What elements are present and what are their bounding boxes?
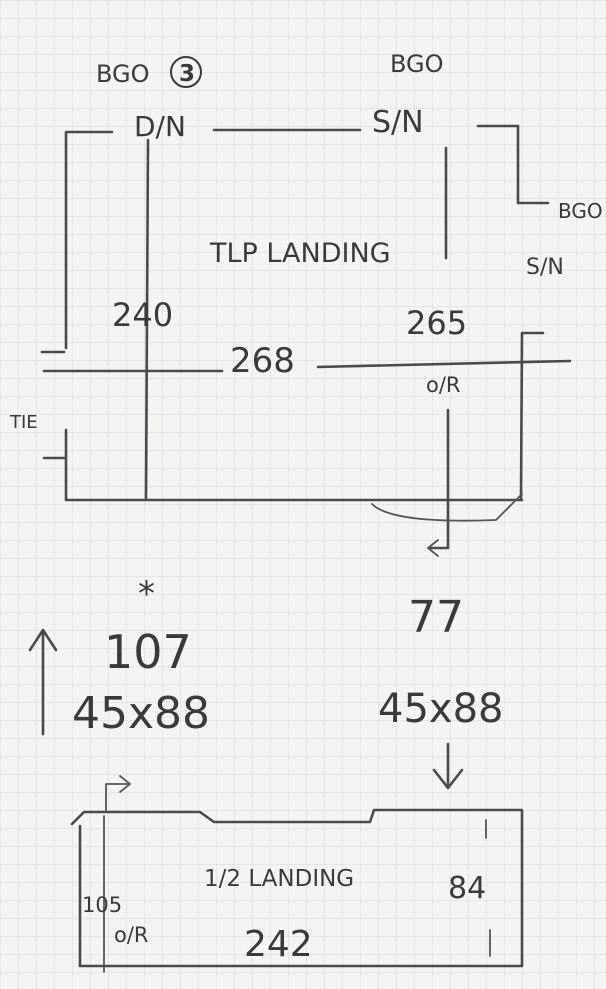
brace-right-label: BGO <box>558 199 603 223</box>
dim-240: 240 <box>112 296 173 334</box>
brace-left-number: 3 <box>179 61 195 87</box>
dim-105: 105 <box>82 893 122 917</box>
dim-265: 265 <box>406 304 467 342</box>
or-label-bottom: o/R <box>114 923 149 947</box>
landing-frame-left-side <box>40 350 524 502</box>
landing-cross-line <box>42 359 572 373</box>
brace-number-circle <box>170 56 202 88</box>
half-landing-title: 1/2 LANDING <box>204 866 354 892</box>
or-label-top: o/R <box>426 373 461 397</box>
top-landing-sketch: BGO 3 D/N BGO S/N BGO S/N TLP LANDING TI… <box>9 50 603 557</box>
brace-middle-label: BGO <box>390 50 444 78</box>
landing-bearer-left <box>144 138 150 500</box>
dim-right-top: S/N <box>526 255 564 280</box>
dim-middle-top: S/N <box>372 105 424 140</box>
up-arrow <box>28 628 58 736</box>
bend-arrow <box>105 775 131 813</box>
left-member-number: 107 <box>104 625 192 679</box>
landing-bearer-right <box>428 146 450 550</box>
half-landing-outline <box>70 808 524 968</box>
dim-left-top: D/N <box>134 110 186 143</box>
left-member-callout: * 107 45x88 <box>28 574 210 739</box>
landing-title: TLP LANDING <box>209 238 391 269</box>
dim-268: 268 <box>230 341 295 381</box>
star-mark: * <box>138 574 155 614</box>
half-landing-sketch: 1/2 LANDING 105 o/R 242 84 <box>70 775 524 973</box>
arrow-head-left <box>427 539 439 557</box>
right-member-number: 77 <box>408 592 464 643</box>
landing-frame-top-right <box>476 124 550 205</box>
edge-tick-right <box>485 819 491 957</box>
landing-frame-top-left <box>64 130 114 350</box>
tie-label: TIE <box>9 412 38 433</box>
dim-242: 242 <box>244 924 313 965</box>
landing-frame-right-side <box>519 331 545 500</box>
down-arrow <box>432 742 464 790</box>
brace-left-label: BGO <box>96 60 150 88</box>
right-member-callout: 77 45x88 <box>378 592 503 790</box>
right-member-size: 45x88 <box>378 686 503 732</box>
stair-tread-bracket <box>371 493 523 522</box>
dim-84: 84 <box>448 871 486 906</box>
left-member-size: 45x88 <box>72 688 210 739</box>
